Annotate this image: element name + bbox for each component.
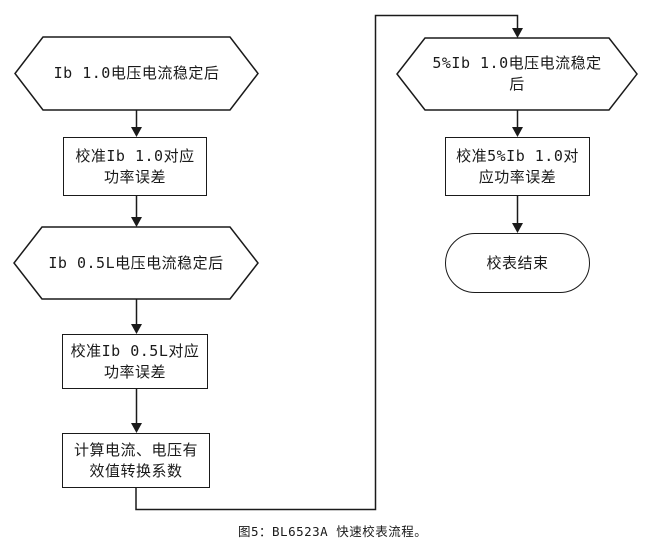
process-compute-rms-box (62, 433, 210, 488)
connector-rectcompute-hex5ib10 (135, 14, 519, 511)
hexagon-5ib10-shape (396, 37, 638, 111)
hexagon-ib10-shape (14, 36, 259, 111)
arrowhead-down-icon (131, 127, 142, 137)
arrowhead-down-icon (131, 423, 142, 433)
arrowhead-down-icon (131, 324, 142, 334)
process-calibrate-5ib10-box (445, 137, 590, 196)
figure-caption: 图5：BL6523A 快速校表流程。 (238, 524, 428, 539)
arrowhead-down-icon (131, 217, 142, 227)
arrowhead-down-icon (512, 28, 523, 38)
process-calibrate-ib10-box (63, 137, 207, 196)
arrowhead-down-icon (512, 223, 523, 233)
arrowhead-down-icon (512, 127, 523, 137)
hexagon-ib05l-shape (13, 226, 259, 300)
terminator-end-box (445, 233, 590, 293)
process-calibrate-ib05l-box (62, 334, 208, 389)
